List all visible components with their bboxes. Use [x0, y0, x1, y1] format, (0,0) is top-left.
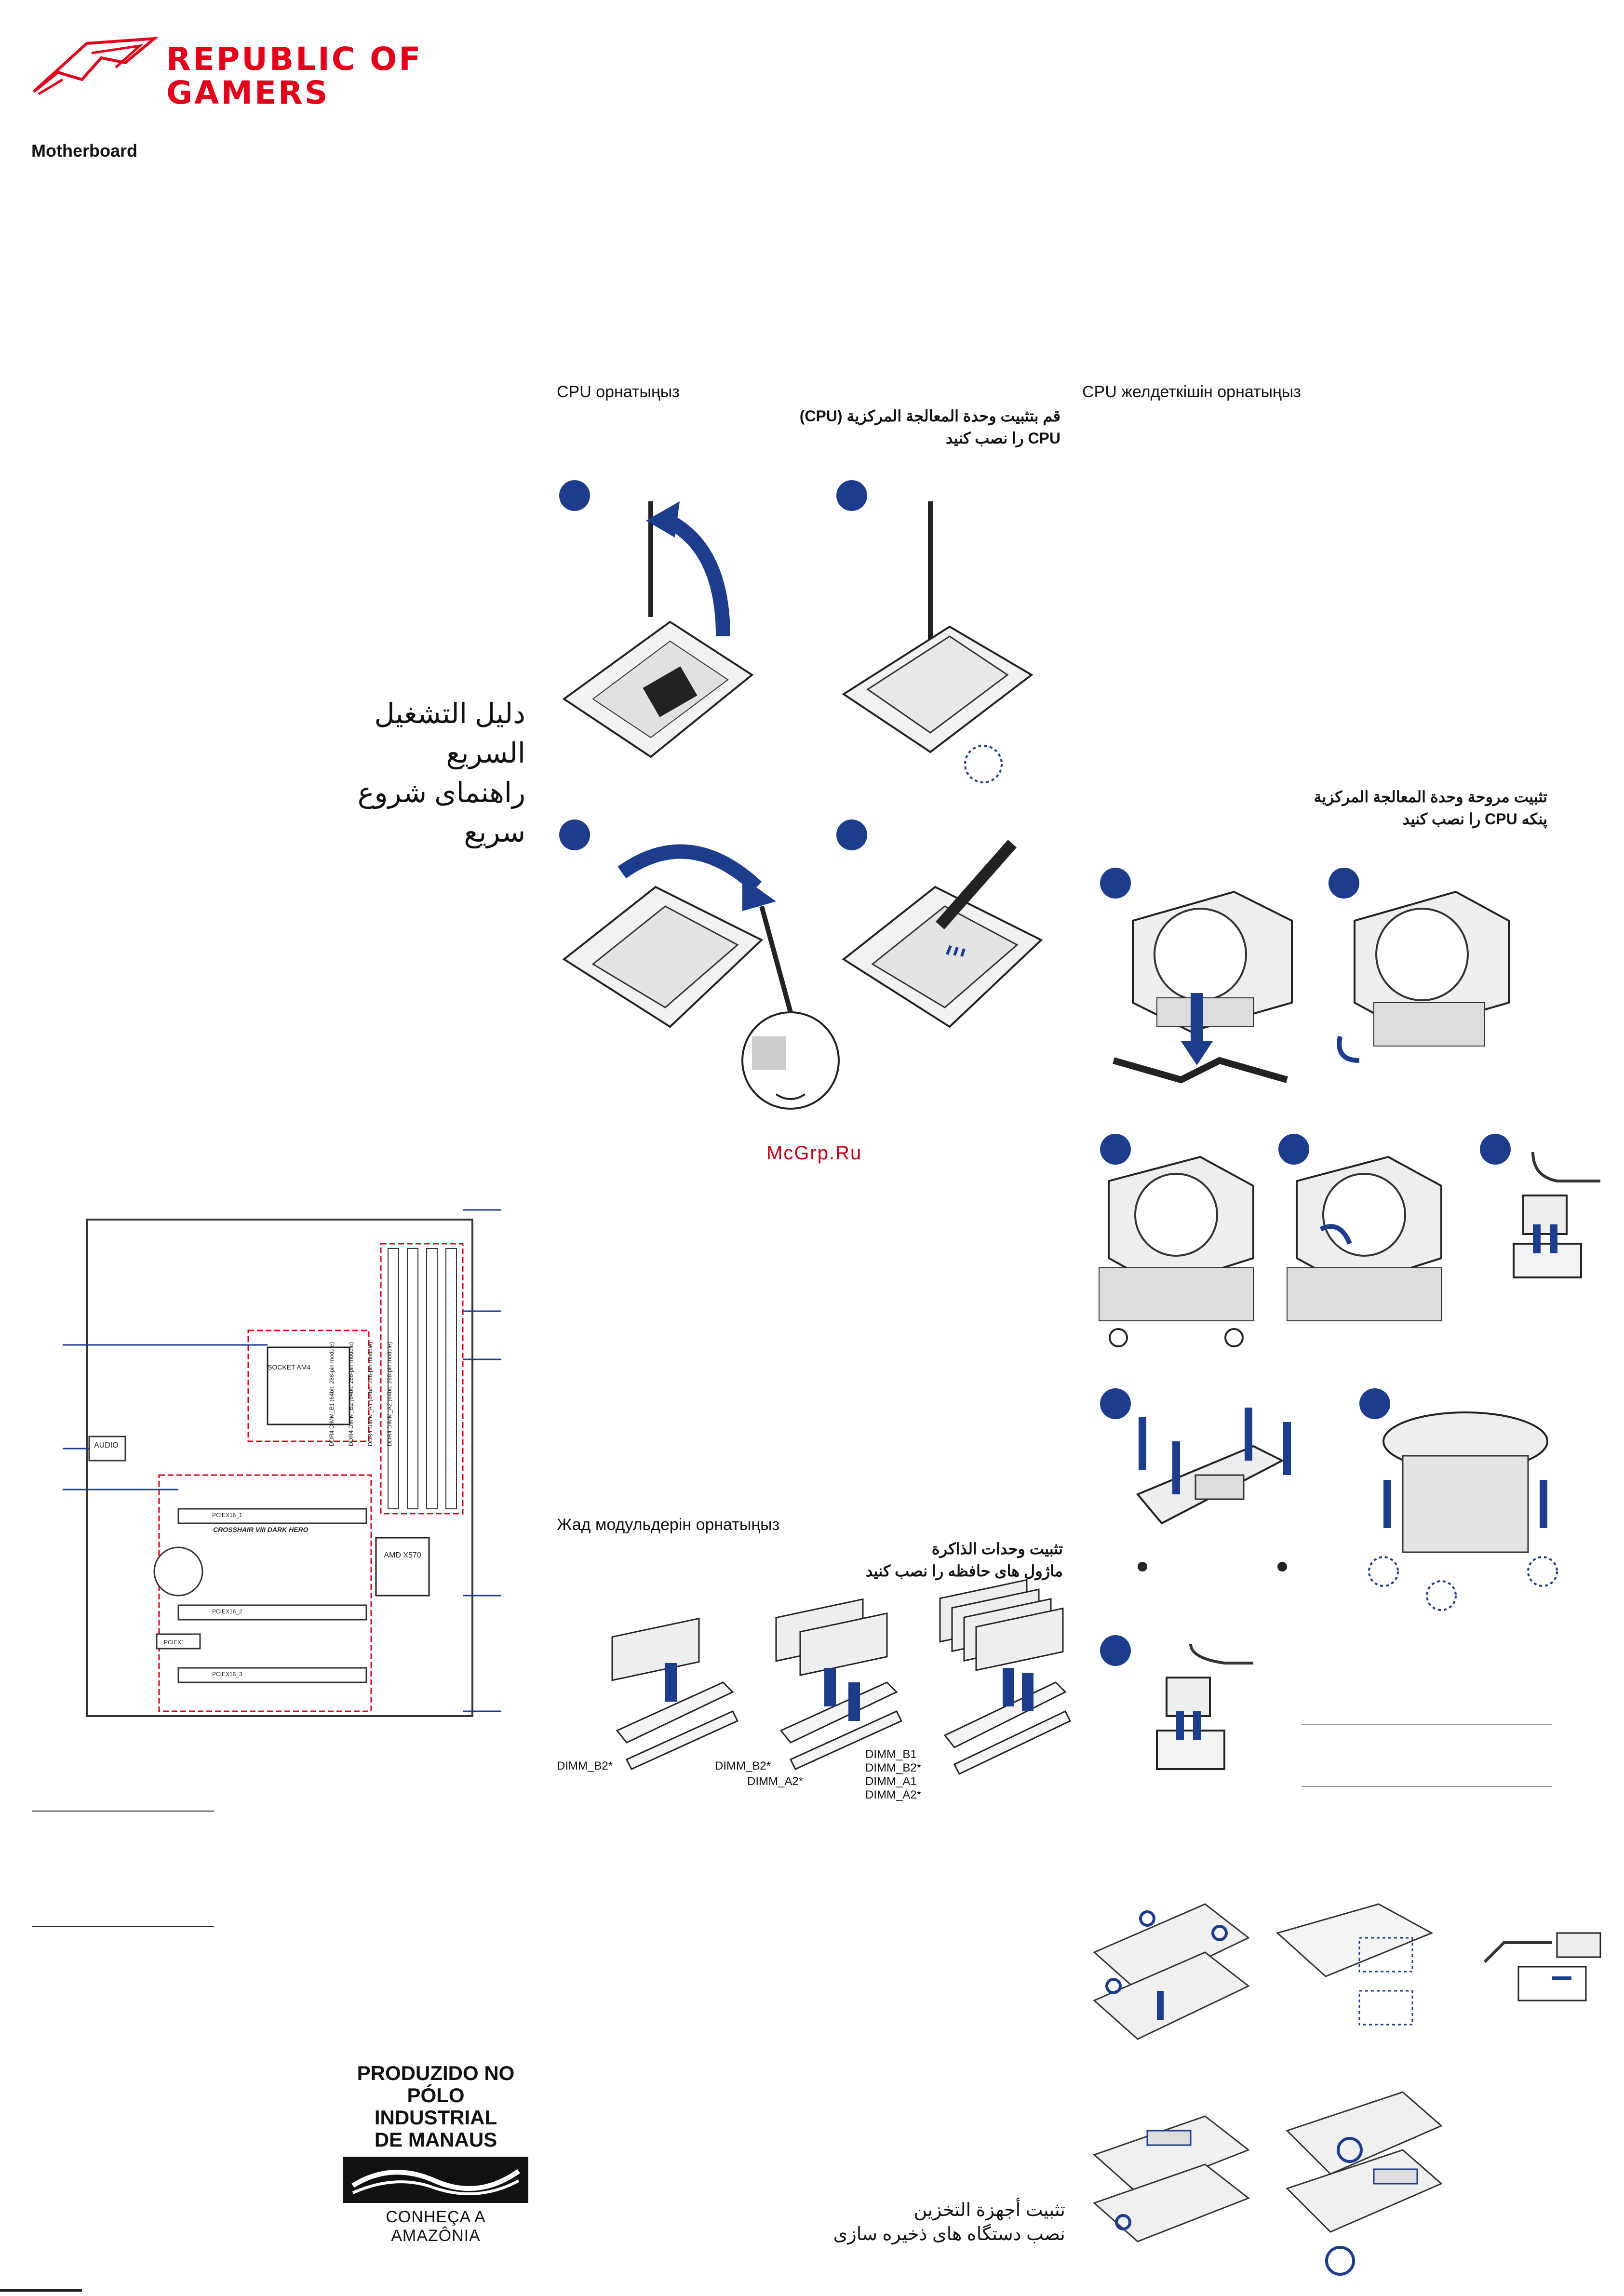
- cpu-placed-illustration: [842, 501, 1033, 783]
- quick-start-fa: راهنمای شروع سریع: [357, 777, 525, 848]
- manaus-line-2: PÓLO INDUSTRIAL: [374, 2084, 497, 2129]
- dimm-label-one: DIMM_B2*: [557, 1759, 613, 1772]
- note-divider-top: [1302, 1724, 1552, 1725]
- manaus-mark: PRODUZIDO NO PÓLO INDUSTRIAL DE MANAUS C…: [343, 2062, 528, 2245]
- board-chipset-label: AMD X570: [384, 1551, 421, 1559]
- fan-connector-illustration: [1513, 1152, 1600, 1278]
- cpu-title-rtl: قم بتثبيت وحدة المعالجة المركزية (CPU) C…: [752, 405, 1060, 449]
- quick-start-ar: دليل التشغيل السريع: [374, 698, 525, 769]
- cpu-title-ar: قم بتثبيت وحدة المعالجة المركزية (CPU): [799, 407, 1060, 425]
- board-dimm-a1-label: DDR4 DIMM_A1 (64bit, 288-pin module): [367, 1342, 374, 1446]
- board-pciex16-3-label: PCIEX16_3: [212, 1671, 242, 1678]
- motherboard-layout-diagram: [63, 1209, 501, 1717]
- brand-line-1: REPUBLIC OF: [166, 40, 423, 78]
- note-divider-bottom: [1302, 1786, 1552, 1787]
- cooler-step-4-illustration: [1287, 1155, 1442, 1321]
- cooler-screw-removal-illustration: [1136, 1408, 1291, 1571]
- storage-cable-illustration: [1483, 1932, 1601, 2001]
- step-badge-cooler-2: [1329, 868, 1359, 899]
- cooler-step-1-illustration: [1113, 890, 1293, 1084]
- step-badge-cpu-3: [559, 819, 590, 850]
- cpu-socket-open-illustration: [562, 501, 754, 758]
- left-divider-2: [32, 1926, 214, 1927]
- board-model-label: CROSSHAIR VIII DARK HERO: [213, 1526, 309, 1533]
- memory-title-fa: ماژول های حافظه را نصب کنید: [865, 1562, 1063, 1580]
- memory-title-rtl: تثبيت وحدات الذاكرة ماژول های حافظه را ن…: [771, 1538, 1063, 1582]
- cooler-title-fa: پنکه CPU را نصب کنید: [1402, 810, 1547, 828]
- board-socket-label: SOCKET AM4: [268, 1363, 311, 1371]
- board-pciex16-1-label: PCIEX16_1: [212, 1512, 242, 1518]
- left-divider-1: [32, 1811, 214, 1812]
- cooler-title-ar: تثبيت مروحة وحدة المعالجة المركزية: [1314, 788, 1547, 806]
- brand-line-2: GAMERS: [166, 74, 330, 111]
- manaus-tagline: CONHEÇA A AMAZÔNIA: [386, 2208, 486, 2245]
- step-badge-cooler-5: [1480, 1134, 1511, 1165]
- dimm-label-two-b: DIMM_A2*: [747, 1775, 804, 1788]
- storage-step-4-illustration: [1286, 2091, 1443, 2276]
- thermal-paste-illustration: [842, 840, 1043, 1028]
- watermark: McGrp.Ru: [766, 1142, 862, 1164]
- memory-four-dimm-illustration: [939, 1579, 1072, 1775]
- memory-two-dimm-illustration: [775, 1598, 903, 1770]
- step-badge-cooler-1: [1100, 868, 1131, 899]
- board-dimm-a2-label: DDR4 DIMM_A2 (64bit, 288-pin module): [386, 1342, 393, 1446]
- storage-title-ar: تثبيت أجهزة التخزين: [913, 2200, 1065, 2220]
- manaus-line-1: PRODUZIDO NO: [357, 2062, 515, 2084]
- dimm-label-four-3: DIMM_A1: [865, 1775, 917, 1788]
- cooler-title-rtl: تثبيت مروحة وحدة المعالجة المركزية پنکه …: [1253, 786, 1547, 830]
- dimm-label-four-2: DIMM_B2*: [865, 1761, 922, 1774]
- storage-title: تثبيت أجهزة التخزين نصب دستگاه های ذخیره…: [795, 2198, 1065, 2246]
- manaus-line-3: DE MANAUS: [374, 2128, 497, 2151]
- step-badge-cooler-4: [1278, 1134, 1309, 1165]
- memory-one-dimm-illustration: [611, 1617, 739, 1770]
- dimm-label-two-a: DIMM_B2*: [715, 1759, 771, 1772]
- cooler-title-kk: CPU желдеткішін орнатыңыз: [1082, 383, 1301, 401]
- board-dimm-b2-label: DDR4 DIMM_B2 (64bit, 288-pin module): [348, 1342, 354, 1446]
- brand-name: REPUBLIC OF GAMERS: [166, 42, 422, 110]
- board-pciex16-2-label: PCIEX16_2: [212, 1608, 242, 1615]
- board-audio-label: AUDIO: [94, 1441, 119, 1450]
- step-badge-cooler-8: [1100, 1635, 1131, 1666]
- manaus-wave-logo: [343, 2157, 528, 2203]
- storage-step-1-illustration: [1093, 1903, 1250, 2040]
- product-name: Motherboard: [31, 141, 137, 161]
- step-badge-cpu-2: [836, 480, 867, 511]
- step-badge-cooler-3: [1100, 1134, 1131, 1165]
- memory-title-kk: Жад модульдерін орнатыңыз: [557, 1516, 780, 1534]
- cooler-connector-illustration: [1156, 1643, 1253, 1770]
- bottom-edge-bar: [0, 2289, 82, 2292]
- step-badge-cooler-7: [1359, 1388, 1390, 1419]
- cooler-installed-illustration: [1368, 1411, 1558, 1611]
- step-badge-cooler-6: [1100, 1388, 1131, 1419]
- board-pciex1-label: PCIEX1: [164, 1639, 185, 1646]
- memory-title-ar: تثبيت وحدات الذاكرة: [931, 1540, 1063, 1558]
- storage-step-2-illustration: [1275, 1903, 1434, 2026]
- storage-title-fa: نصب دستگاه های ذخیره سازی: [833, 2224, 1065, 2244]
- cpu-lever-close-illustration: [562, 844, 840, 1110]
- step-badge-cpu-1: [559, 480, 590, 511]
- rog-logo-icon: [32, 37, 159, 95]
- quick-start-title: دليل التشغيل السريع راهنمای شروع سریع: [337, 694, 525, 852]
- cpu-title-fa: CPU را نصب کنید: [946, 430, 1060, 447]
- board-dimm-b1-label: DDR4 DIMM_B1 (64bit, 288-pin module): [328, 1342, 335, 1446]
- step-badge-cpu-4: [836, 819, 867, 850]
- cpu-title-kk: CPU орнатыңыз: [557, 383, 680, 401]
- cooler-step-2-illustration: [1337, 890, 1510, 1063]
- dimm-label-four-1: DIMM_B1: [865, 1748, 917, 1761]
- dimm-label-four-4: DIMM_A2*: [865, 1788, 922, 1801]
- cooler-step-3-illustration: [1099, 1155, 1254, 1347]
- storage-step-3-illustration: [1093, 2115, 1250, 2242]
